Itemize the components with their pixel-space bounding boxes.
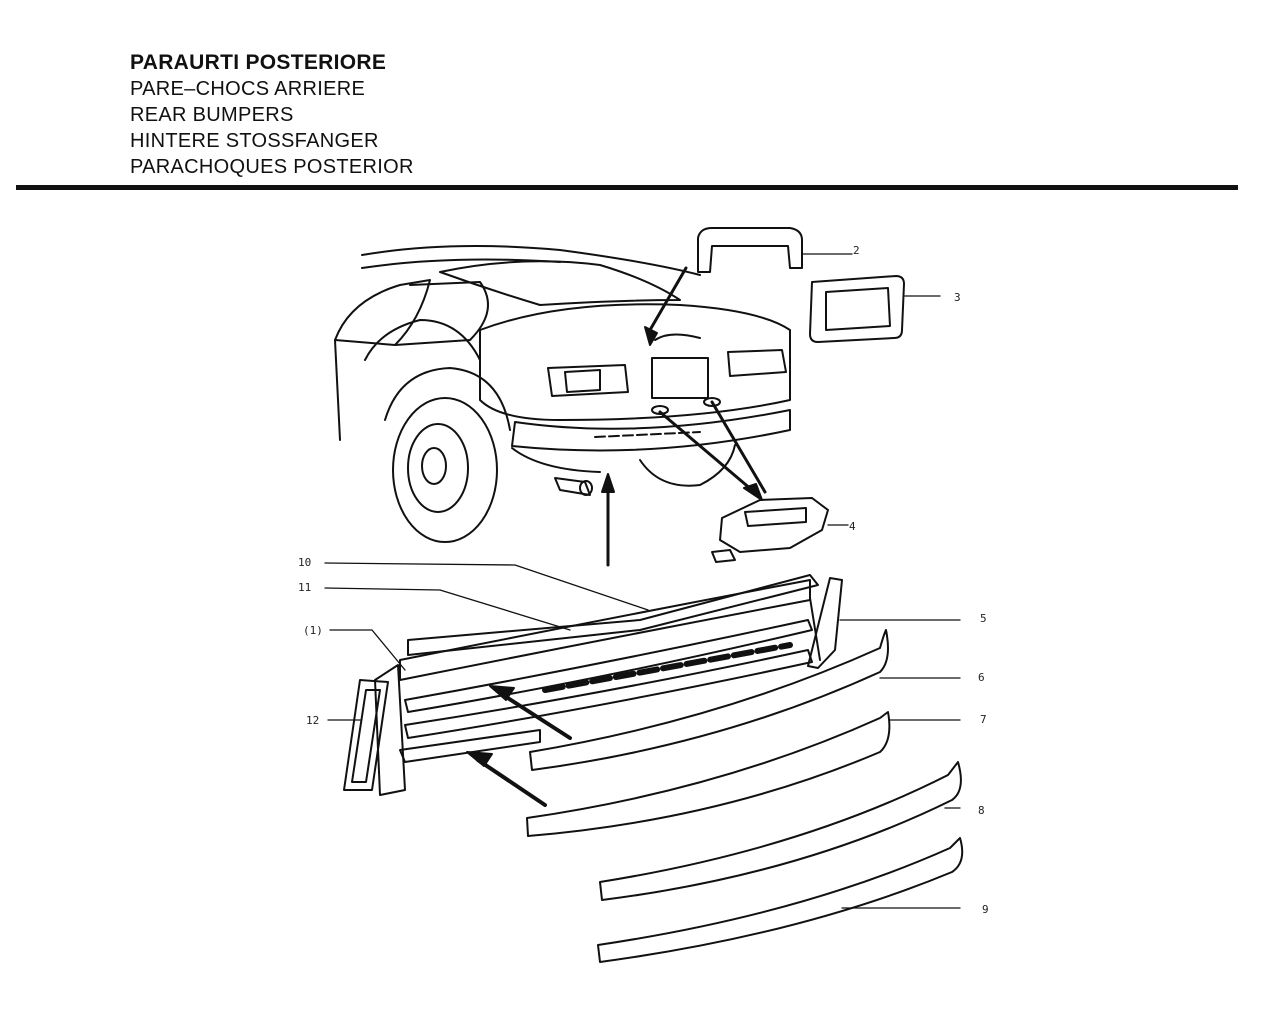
callout-3: 3: [954, 291, 961, 304]
part-9-strip: [597, 837, 964, 963]
callout-leaders: [324, 562, 649, 671]
part-1-bumper-frame: [374, 574, 821, 796]
title-french: PARE–CHOCS ARRIERE: [130, 78, 366, 100]
callout-4: 4: [849, 520, 856, 533]
part-3-gasket: [809, 275, 941, 343]
callout-12: 12: [306, 714, 320, 727]
callout-5: 5: [980, 612, 987, 625]
callout-9: 9: [982, 903, 989, 916]
arrows: [466, 266, 767, 807]
callout-6: 6: [978, 671, 985, 684]
part-8-strip: [599, 761, 962, 901]
callout-2: 2: [853, 244, 860, 257]
title-english: REAR BUMPERS: [130, 104, 294, 126]
callout-8: 8: [978, 804, 985, 817]
part-4-plate-light: [711, 497, 849, 563]
part-12-end-cap: [327, 679, 389, 791]
callout-1: (1): [303, 624, 323, 637]
title-italian: PARAURTI POSTERIORE: [130, 51, 387, 74]
callout-7: 7: [980, 713, 987, 726]
part-7-strip: [526, 711, 961, 837]
part-6-strip: [529, 629, 961, 771]
title-spanish: PARACHOQUES POSTERIOR: [130, 156, 414, 178]
callout-10: 10: [298, 556, 312, 569]
header-divider: [16, 185, 1238, 190]
title-german: HINTERE STOSSFANGER: [130, 130, 379, 152]
part-2-cover: [697, 227, 853, 273]
title-block: PARAURTI POSTERIORE PARE–CHOCS ARRIERE R…: [130, 50, 414, 180]
car-rear-illustration: [334, 245, 791, 543]
callout-11: 11: [298, 581, 312, 594]
part-5-end-cap: [807, 577, 961, 669]
